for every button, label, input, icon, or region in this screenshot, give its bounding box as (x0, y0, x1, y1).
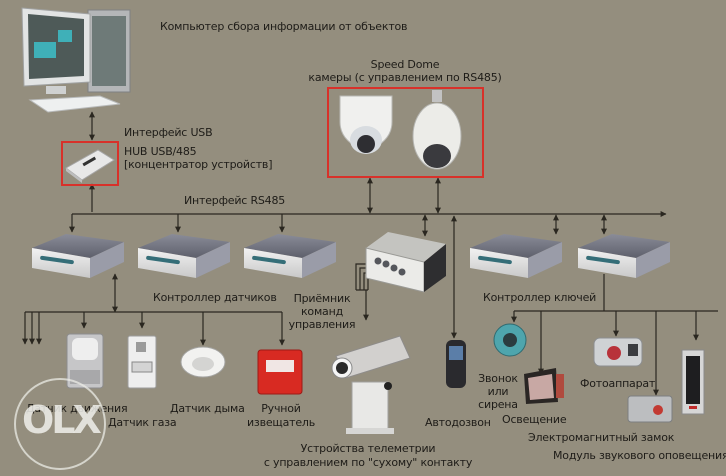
autodialer-label: Автодозвон (425, 416, 491, 429)
speed-dome-highlight-frame (327, 87, 484, 178)
manual-call-point-icon (257, 349, 303, 395)
telemetry-label-line2: с управлением по "сухому" контакту (263, 456, 473, 469)
computer-icon (21, 7, 131, 113)
command-receiver-label-line2: команд (300, 305, 343, 318)
speaker-column-icon (681, 349, 705, 415)
siren-icon (493, 323, 527, 357)
controller-box-icon (32, 234, 124, 278)
telemetry-label-line1: Устройства телеметрии (300, 442, 436, 455)
smoke-detector-icon (180, 346, 226, 378)
gas-sensor-icon (127, 335, 157, 389)
floodlight-icon (524, 368, 564, 404)
command-receiver-label-line1: Приёмник (293, 292, 351, 305)
sound-module-label: Модуль звукового оповещения (553, 449, 726, 462)
photo-camera-icon (593, 337, 643, 367)
hub-label-line1: HUB USB/485 (124, 145, 197, 158)
hub-highlight-frame (61, 141, 119, 186)
smoke-sensor-label: Датчик дыма (170, 402, 245, 415)
controller-box-icon (138, 234, 230, 278)
manual-call-point-label-line2: извещатель (246, 416, 316, 429)
manual-call-point-label-line1: Ручной (261, 402, 301, 415)
ptz-camera-icon (331, 335, 411, 434)
gas-sensor-label: Датчик газа (108, 416, 177, 429)
siren-label-line3: сирена (478, 398, 518, 411)
controller-box-icon (470, 234, 562, 278)
siren-label-line1: Звонок (478, 372, 518, 385)
olx-watermark-text: OLX (22, 398, 102, 442)
key-controller-label: Контроллер ключей (483, 291, 597, 304)
computer-label: Компьютер сбора информации от объектов (160, 20, 408, 33)
lighting-label: Освещение (502, 413, 567, 426)
command-receiver-label-line3: управления (288, 318, 356, 331)
rs485-label: Интерфейс RS485 (184, 194, 286, 207)
electromagnetic-lock-icon (627, 395, 673, 423)
hub-label-line2: [концентратор устройств] (124, 158, 273, 171)
controller-box-icon (244, 234, 336, 278)
dome-camera-icon (339, 95, 393, 154)
speed-dome-label-line2: камеры (с управлением по RS485) (308, 71, 502, 84)
sensor-controller-label: Контроллер датчиков (153, 291, 277, 304)
photo-camera-label: Фотоаппарат (580, 377, 656, 390)
mobile-phone-icon (446, 340, 466, 388)
controller-box-icon (578, 234, 670, 278)
speed-dome-label-line1: Speed Dome (370, 58, 440, 71)
em-lock-label: Электромагнитный замок (528, 431, 675, 444)
usb-interface-label: Интерфейс USB (124, 126, 213, 139)
motion-sensor-icon (66, 333, 104, 389)
olx-watermark: OLX (14, 378, 106, 470)
usb-hub-icon (65, 149, 115, 183)
siren-label-line2: или (487, 385, 509, 398)
junction-box-icon (365, 232, 446, 293)
dome-camera-icon (412, 90, 462, 170)
